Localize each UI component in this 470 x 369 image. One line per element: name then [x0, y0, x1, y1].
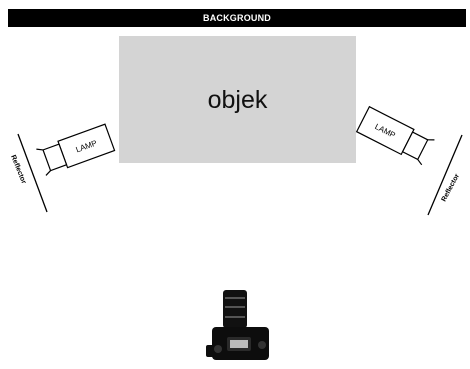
left-reflector: [17, 133, 48, 213]
left-lamp: LAMP: [36, 123, 116, 176]
right-lamp-barn-door-top: [427, 139, 435, 141]
reflector-left-label: Reflector: [9, 154, 27, 185]
right-lamp: LAMP: [355, 105, 435, 166]
object-area: objek: [119, 36, 356, 163]
object-label: objek: [207, 86, 268, 114]
camera-grip: [206, 345, 214, 357]
right-lamp-barn-door-bottom: [417, 159, 423, 166]
right-lamp-head: [401, 131, 429, 161]
left-lamp-barn-door-top: [36, 148, 44, 151]
dslr-camera-icon: [206, 290, 269, 360]
left-lamp-head: [42, 143, 68, 172]
left-lamp-barn-door-bottom: [45, 170, 52, 176]
camera-display: [230, 340, 248, 348]
right-reflector: [427, 134, 463, 216]
background-label: BACKGROUND: [203, 13, 271, 23]
background-bar: BACKGROUND: [8, 9, 466, 27]
camera-lens: [223, 290, 247, 328]
